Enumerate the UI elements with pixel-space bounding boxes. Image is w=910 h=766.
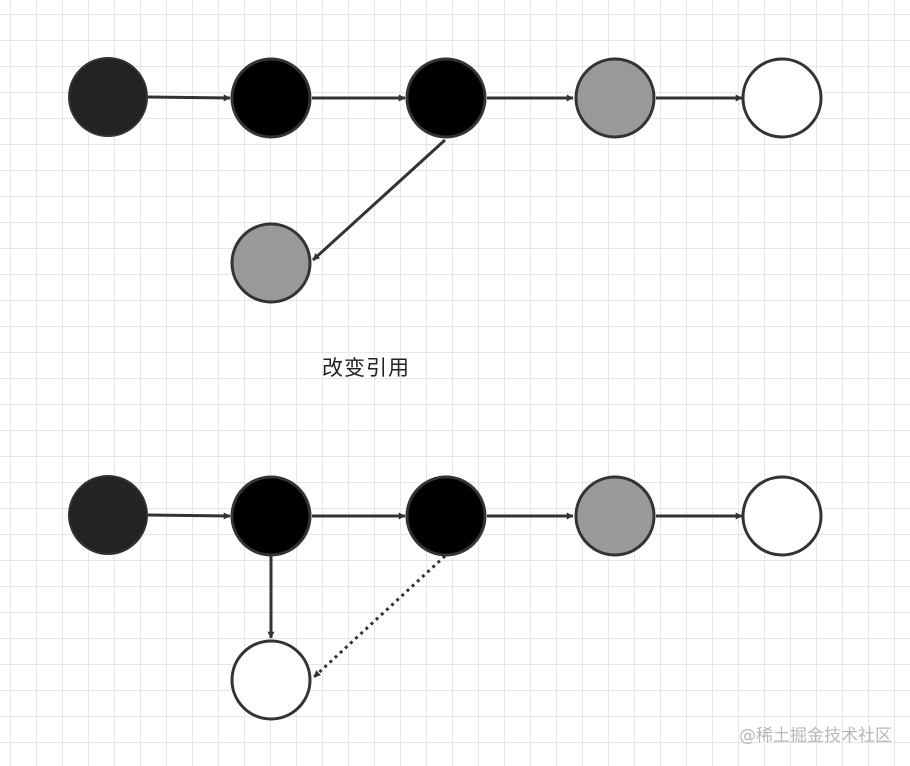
watermark-text: @稀土掘金技术社区 <box>739 726 892 746</box>
top-list-nodes <box>68 57 823 304</box>
node-bottom-4 <box>574 475 656 557</box>
edge-bottom-3-new-dotted <box>312 554 447 679</box>
node-bottom-2 <box>230 475 312 557</box>
node-top-5 <box>741 57 823 139</box>
node-top-3 <box>405 57 487 139</box>
node-top-4 <box>574 57 656 139</box>
bottom-list-edges <box>147 512 743 679</box>
edge-top-3-branch <box>311 138 447 262</box>
node-top-1 <box>68 57 148 137</box>
top-list-edges <box>147 94 743 262</box>
bottom-list-nodes <box>68 475 823 721</box>
edge-bottom-1-2 <box>147 512 231 520</box>
edge-top-1-2 <box>147 94 231 102</box>
node-top-branch <box>230 222 312 304</box>
node-bottom-new <box>230 639 312 721</box>
node-top-2 <box>230 57 312 139</box>
node-bottom-3 <box>405 475 487 557</box>
caption-label: 改变引用 <box>322 356 410 380</box>
node-bottom-5 <box>741 475 823 557</box>
node-bottom-1 <box>68 475 148 555</box>
